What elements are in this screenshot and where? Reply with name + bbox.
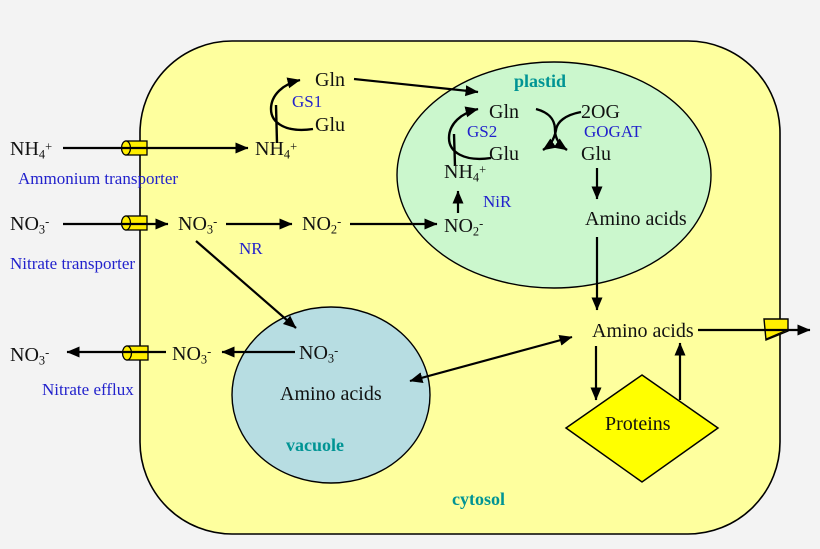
label-nh4-plastid: NH4+ [444, 161, 487, 185]
label-nh4-cytosol: NH4+ [255, 138, 298, 162]
label-glu-cytosol: Glu [315, 114, 345, 136]
label-glu-plastid-left: Glu [489, 143, 519, 165]
label-no2-plastid: NO2- [444, 215, 484, 239]
label-ammonium-transporter: Ammonium transporter [18, 169, 179, 188]
label-2og-plastid: 2OG [581, 101, 620, 123]
label-gln-plastid: Gln [489, 101, 519, 123]
gs2-nh4-stem [452, 133, 457, 167]
label-enzyme-gogat: GOGAT [584, 122, 642, 141]
label-no3-outside-bottom: NO3- [10, 344, 50, 368]
label-region-plastid: plastid [514, 71, 567, 91]
label-nitrate-transporter: Nitrate transporter [10, 254, 136, 273]
label-no2-cytosol: NO2- [302, 213, 342, 237]
arrows [63, 77, 811, 401]
label-region-cytosol: cytosol [452, 489, 505, 509]
label-enzyme-gs2: GS2 [467, 122, 498, 141]
label-no3-cytosol: NO3- [178, 213, 218, 237]
reaction-curves [269, 77, 582, 167]
gs2-reaction-arc [447, 106, 492, 161]
label-no3-outside-top: NO3- [10, 213, 50, 237]
label-enzyme-nr: NR [239, 239, 263, 258]
label-no3-cytosol-bottom: NO3- [172, 343, 212, 367]
label-enzyme-gs1: GS1 [292, 92, 323, 111]
label-region-vacuole: vacuole [286, 435, 344, 455]
label-nitrate-efflux: Nitrate efflux [42, 380, 134, 399]
gs1-reaction-arc [269, 77, 314, 132]
label-amino-acids-cytosol: Amino acids [592, 320, 694, 342]
label-amino-acids-vacuole: Amino acids [280, 383, 382, 405]
gs1-nh4-stem [274, 104, 279, 144]
arrow-no3-to-vacuole [195, 240, 297, 329]
label-amino-acids-plastid: Amino acids [585, 208, 687, 230]
label-nh4-outside: NH4+ [10, 138, 53, 162]
proteins-diamond [564, 374, 720, 483]
label-proteins: Proteins [605, 413, 671, 435]
arrow-amino-vacuole-exchange [409, 334, 573, 384]
gogat-arc-2og-to-glu [542, 110, 582, 151]
plastid-body [396, 61, 712, 289]
label-glu-plastid-right: Glu [581, 143, 611, 165]
label-enzyme-nir: NiR [483, 192, 512, 211]
arrow-gln-to-plastid [353, 77, 479, 97]
label-gln-cytosol: Gln [315, 69, 345, 91]
label-no3-vacuole: NO3- [299, 342, 339, 366]
